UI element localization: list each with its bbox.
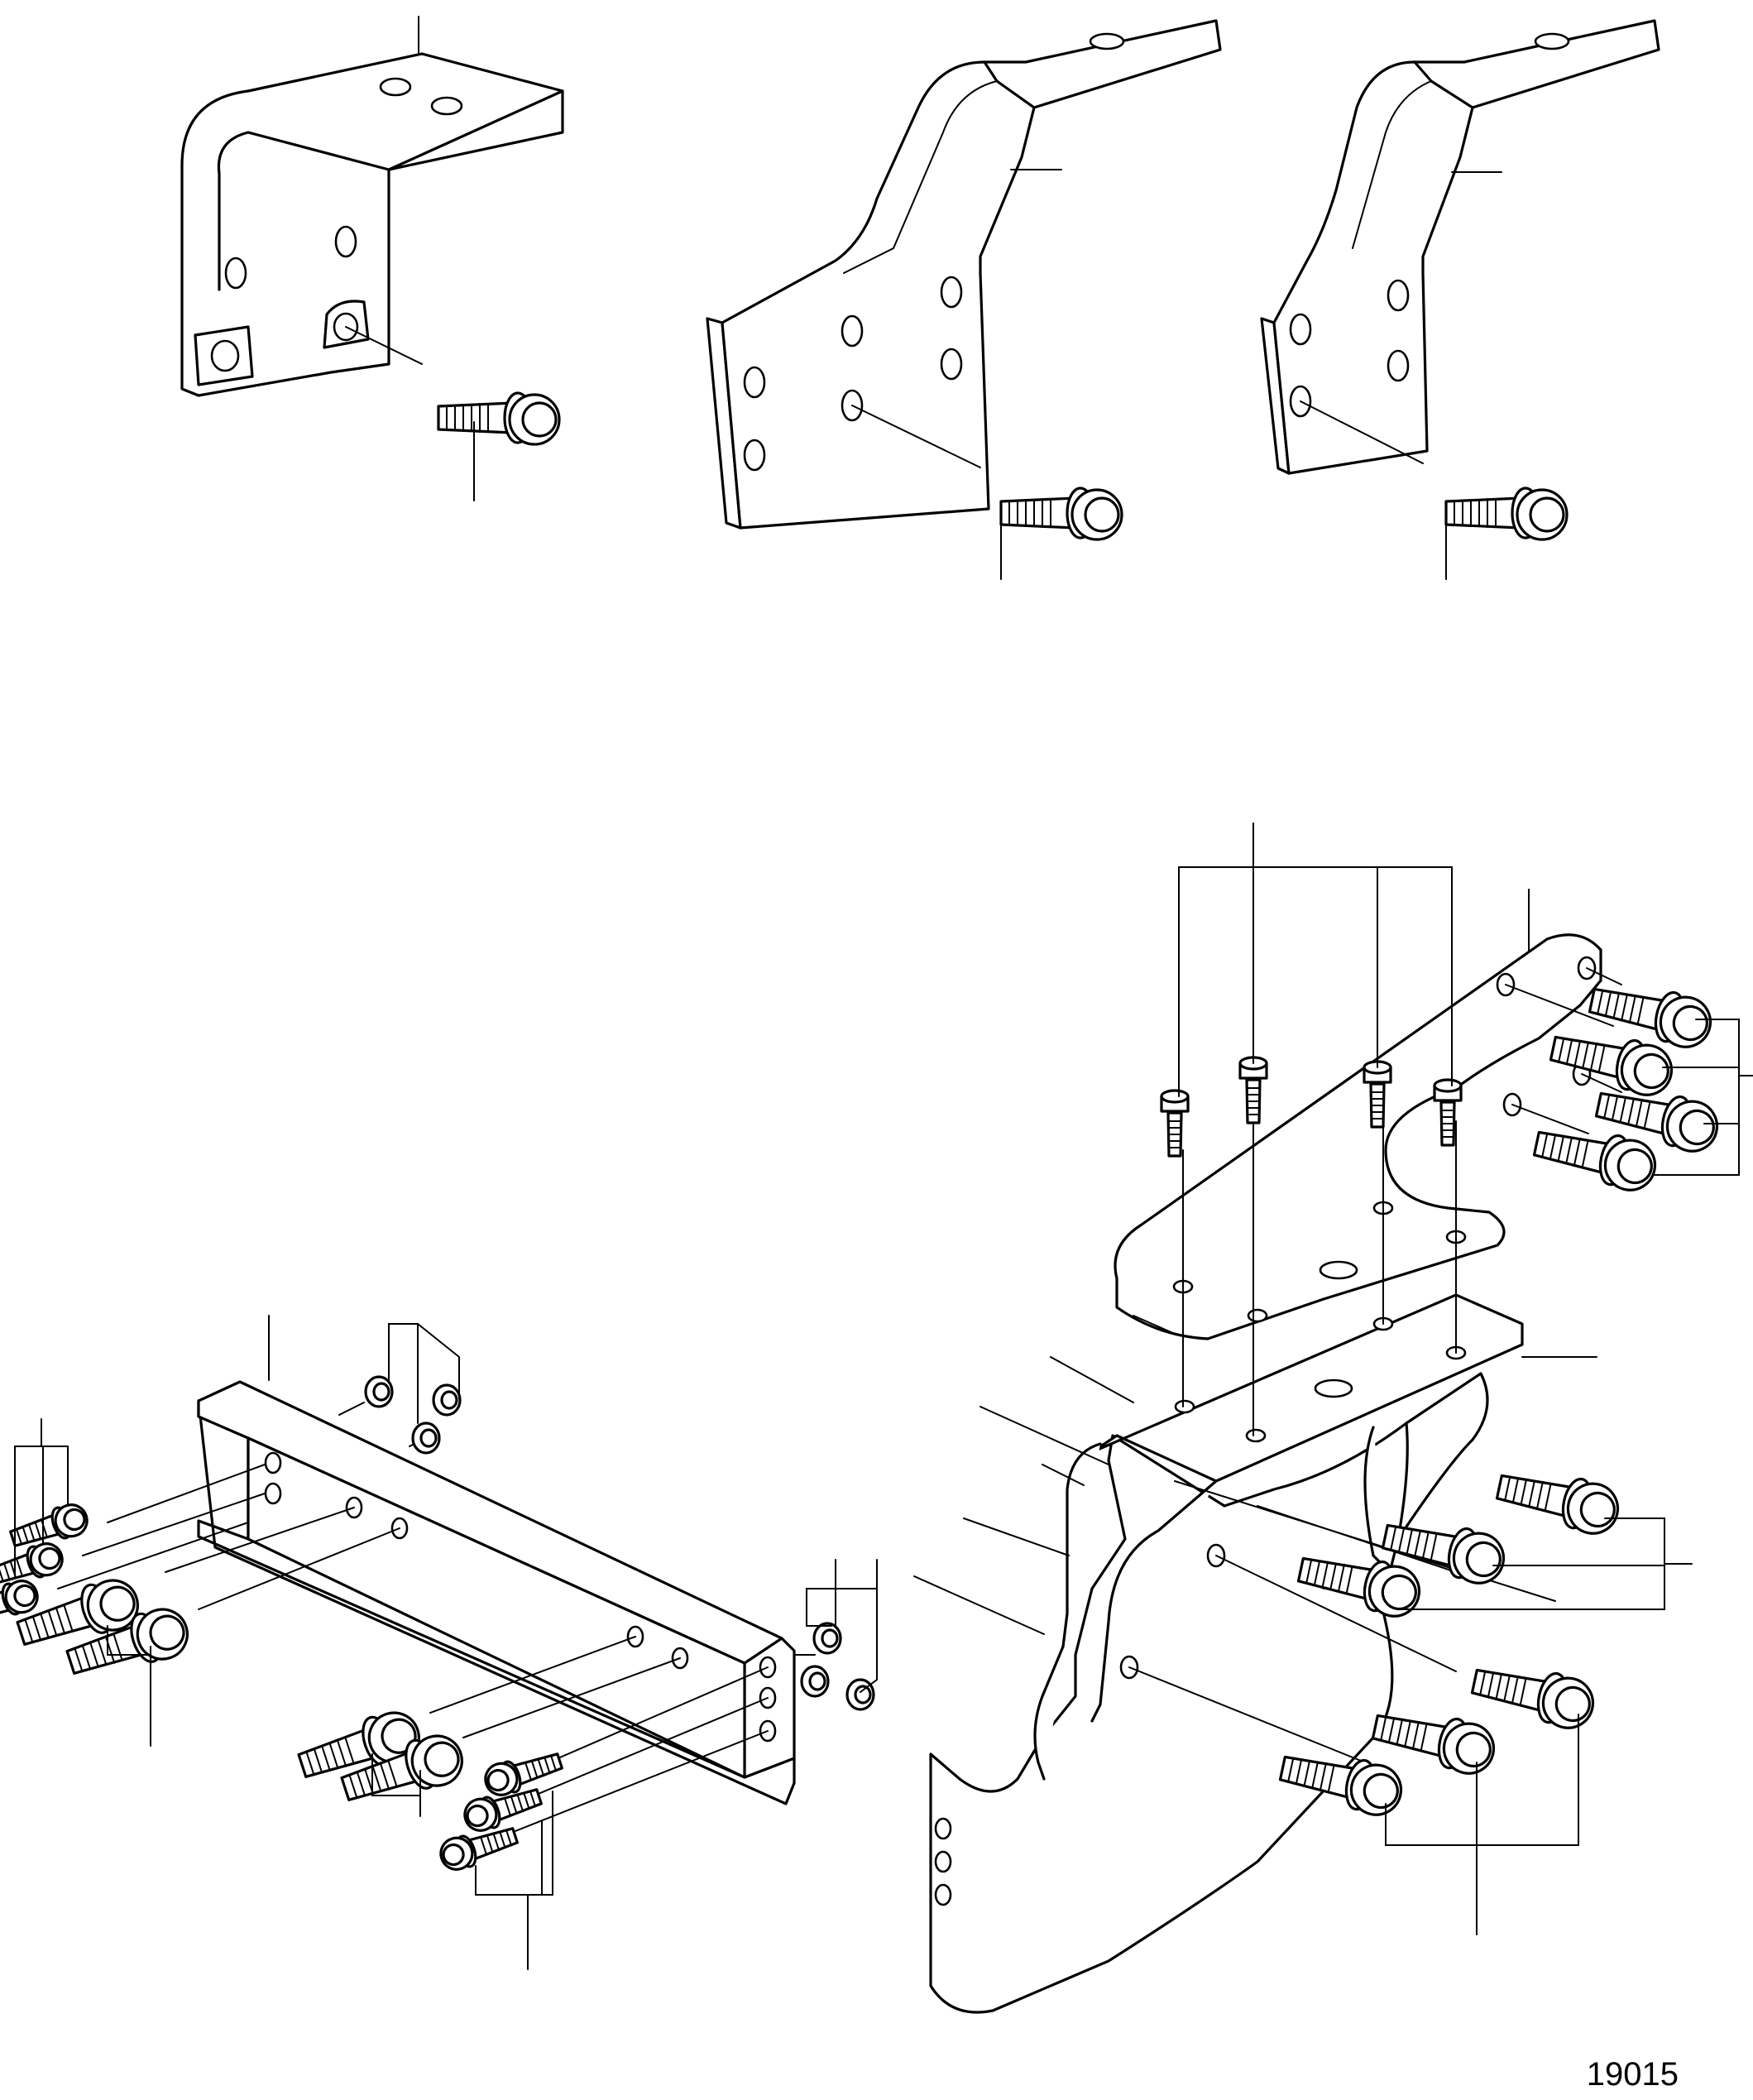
bolt-vertical-2 — [1238, 1056, 1268, 1124]
nut-beam-2 — [432, 1383, 462, 1417]
nut-beam-3 — [411, 1422, 441, 1455]
bracket-middle-top — [706, 19, 1222, 530]
plate-lower-bracket — [929, 1293, 1524, 2014]
nut-beam-5 — [800, 1665, 830, 1698]
nut-beam-1 — [364, 1375, 394, 1408]
bracket-left-top — [180, 52, 564, 397]
nut-beam-4 — [812, 1622, 842, 1655]
assembly-line — [1300, 400, 1424, 464]
assembly-lines-beam — [57, 1402, 816, 1846]
bracket-right-top — [1260, 19, 1660, 475]
bolt-plate-1 — [1585, 975, 1717, 1053]
bolt-vertical-1 — [1160, 1089, 1190, 1158]
plate-upper — [1114, 933, 1602, 1340]
bolt-bracket-left — [437, 391, 561, 446]
channel-beam — [197, 1380, 796, 1805]
figure-number: 19015 — [1586, 2056, 1679, 2093]
assembly-line — [851, 405, 981, 468]
bolt-lower-5 — [1368, 1701, 1501, 1780]
bolt-bracket-right — [1444, 487, 1569, 541]
assembly-line — [345, 326, 423, 365]
bolt-bracket-middle — [999, 487, 1123, 541]
bolt-plate-4 — [1530, 1118, 1662, 1196]
bolt-lower-1 — [1492, 1461, 1625, 1540]
assembly-lines-engine — [1128, 967, 1622, 1763]
bolt-vertical-4 — [1433, 1078, 1463, 1147]
leader-lines-engine — [913, 822, 1753, 1935]
leader-lines-beam — [14, 1315, 878, 1970]
